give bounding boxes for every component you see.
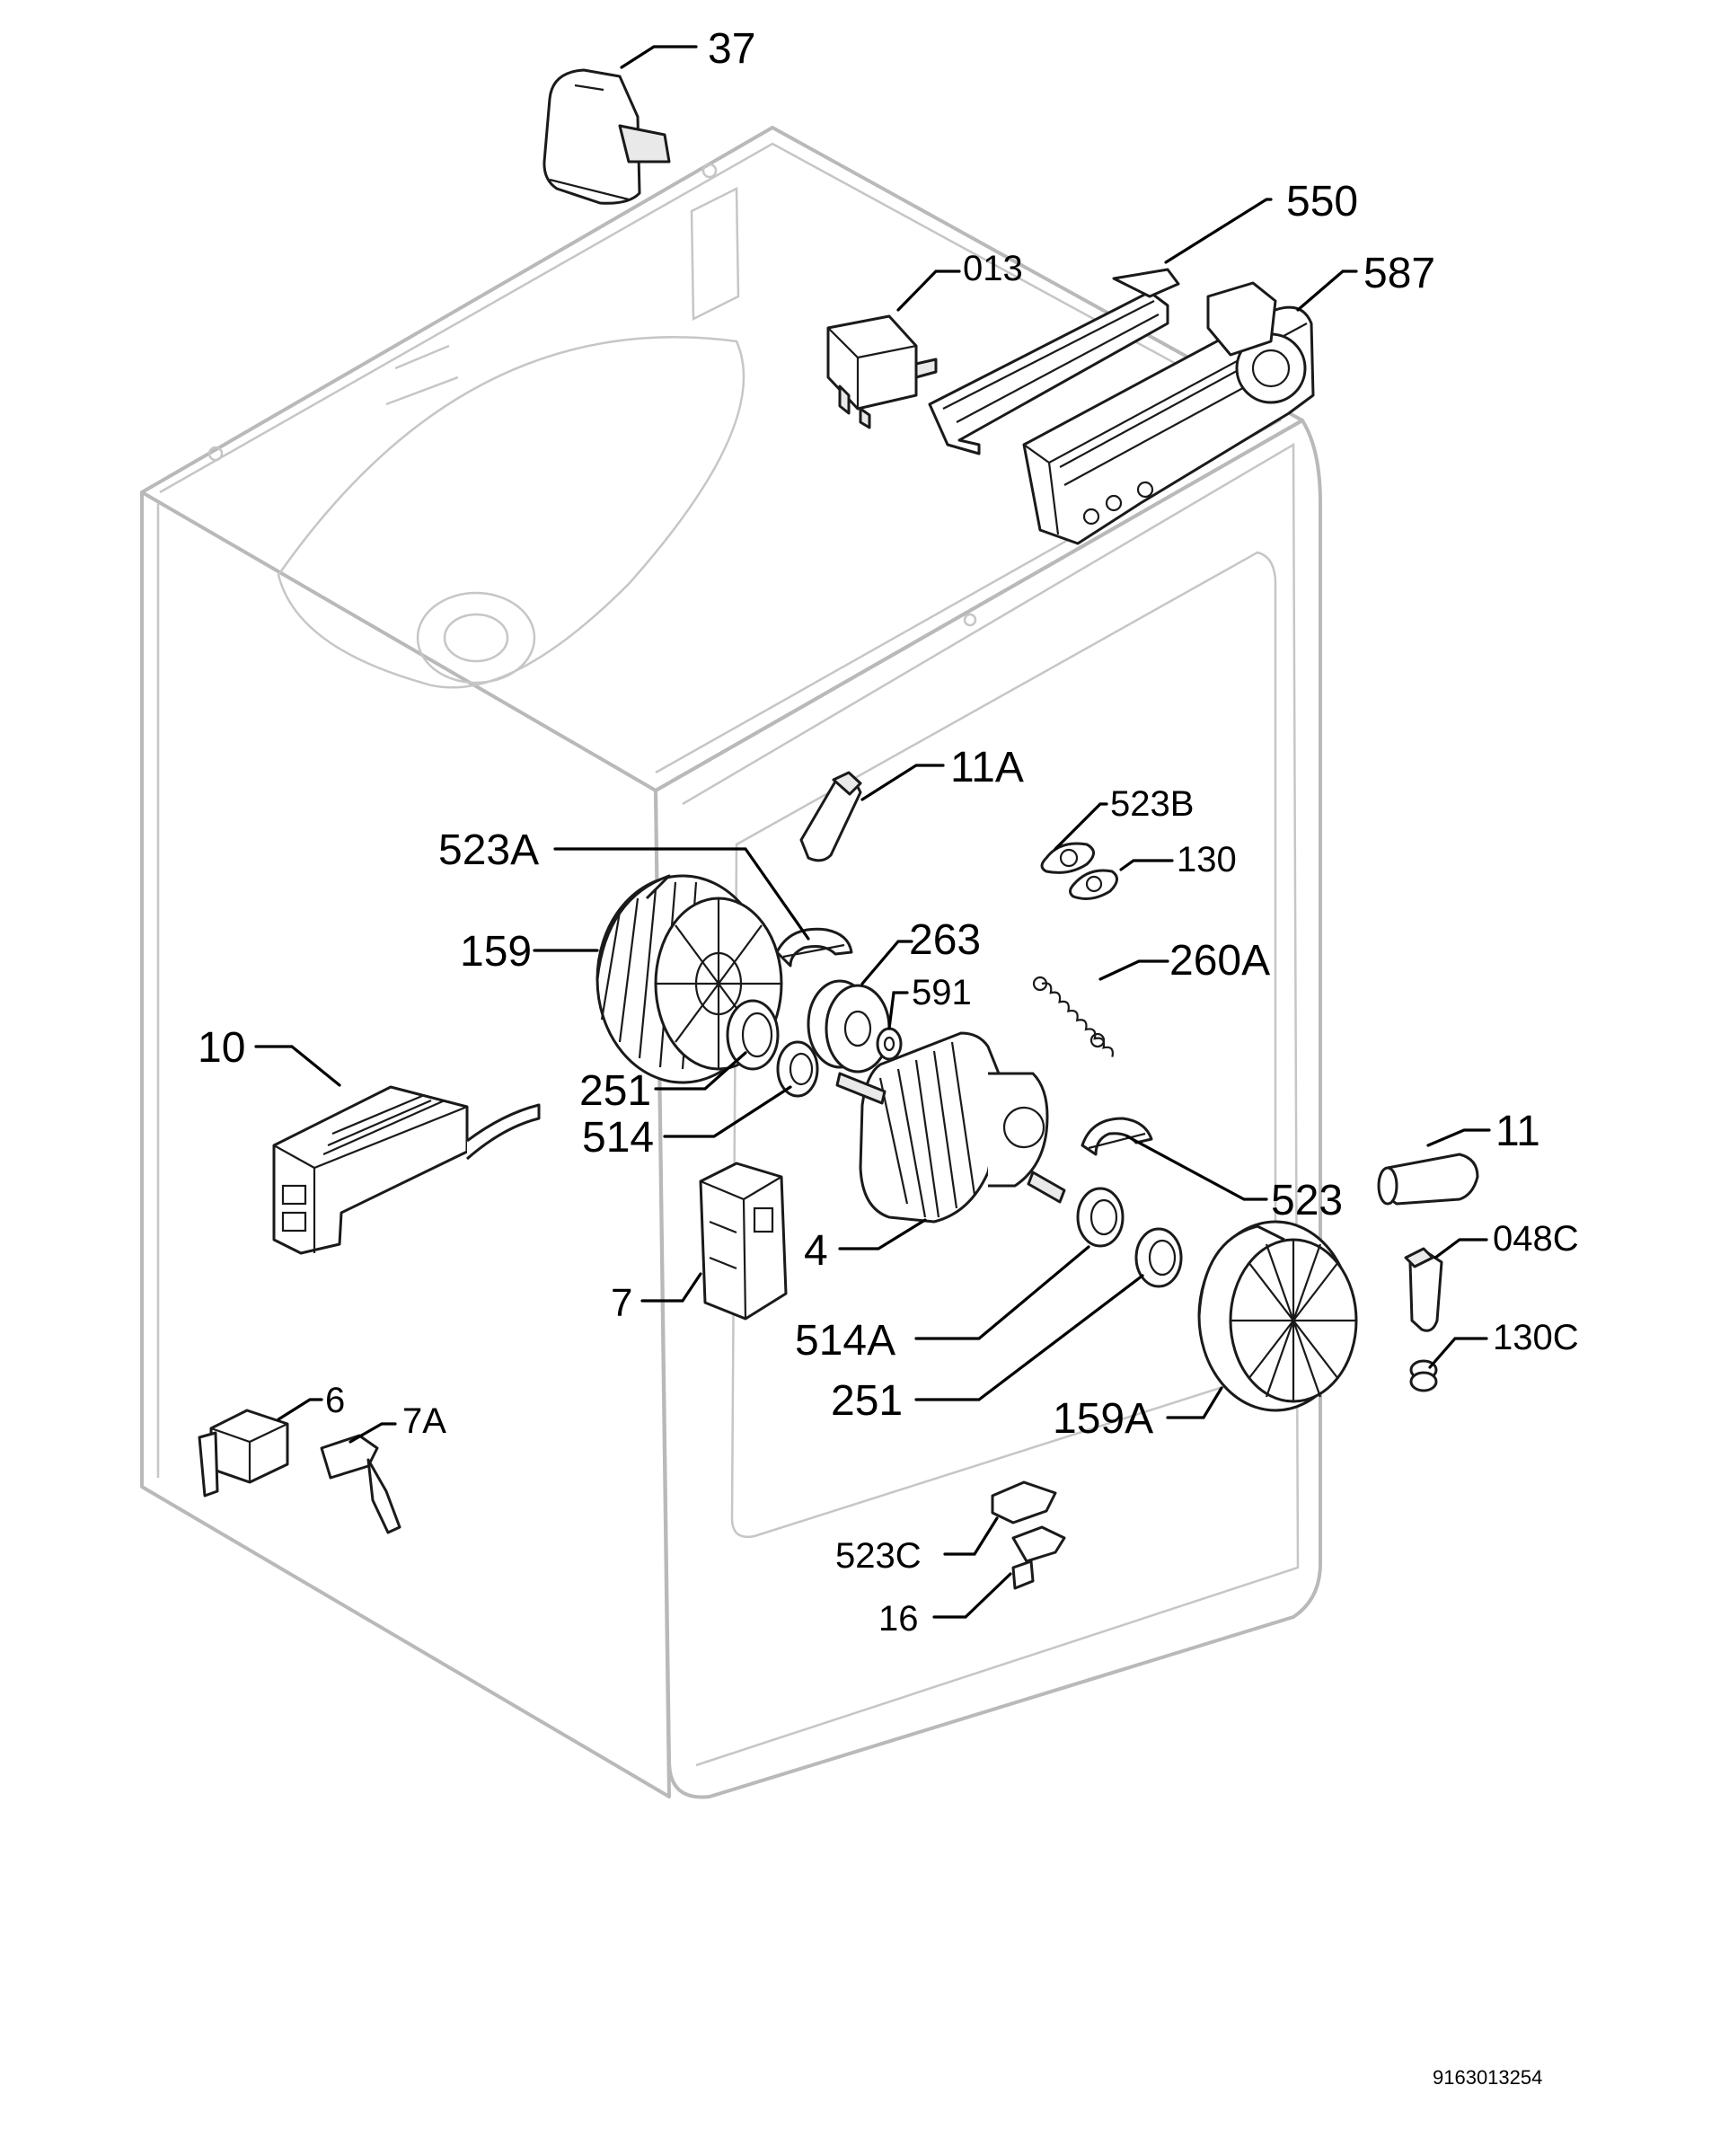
callout-159A: 159A (1053, 1395, 1153, 1443)
callout-251-lower: 251 (831, 1377, 903, 1425)
part-591-washer (876, 1027, 903, 1061)
dryer-cabinet (140, 126, 1322, 1799)
callout-251-upper: 251 (579, 1067, 651, 1115)
part-37-door-lock (543, 68, 671, 205)
callout-6: 6 (325, 1381, 345, 1420)
part-130-clip (1069, 869, 1118, 900)
callout-263: 263 (909, 916, 981, 964)
callout-7: 7 (611, 1281, 632, 1325)
part-550-cover (928, 268, 1180, 455)
part-10-heater (272, 1085, 541, 1255)
callout-16: 16 (878, 1599, 919, 1639)
callout-11: 11 (1495, 1108, 1540, 1155)
part-587-control-module (1022, 281, 1315, 545)
callout-10: 10 (198, 1024, 245, 1072)
callout-130C: 130C (1493, 1318, 1579, 1357)
callout-587: 587 (1363, 250, 1435, 297)
callout-130: 130 (1177, 840, 1237, 879)
callout-514A: 514A (795, 1317, 895, 1365)
part-523A-bearing-shell (775, 927, 853, 968)
part-11-capacitor (1377, 1153, 1479, 1206)
callout-514: 514 (582, 1114, 654, 1162)
callout-159: 159 (460, 928, 532, 976)
callout-523A: 523A (438, 826, 539, 874)
part-16-switch (1011, 1525, 1066, 1590)
part-7A-micro-switch (320, 1434, 401, 1534)
part-6-component (198, 1409, 289, 1498)
part-4-motor (835, 1031, 1066, 1224)
callout-048C: 048C (1493, 1219, 1579, 1259)
callout-4: 4 (804, 1227, 828, 1275)
callout-523B: 523B (1110, 784, 1194, 824)
callout-591: 591 (912, 973, 972, 1012)
part-514A-ring (1076, 1187, 1125, 1248)
part-523C-switch (991, 1480, 1057, 1524)
part-048C-sensor (1404, 1247, 1443, 1332)
part-523-bearing-shell (1081, 1117, 1153, 1156)
callout-550: 550 (1286, 178, 1358, 225)
callout-523C: 523C (835, 1536, 922, 1576)
part-11A-capacitor (799, 771, 862, 862)
part-263-pulley (807, 979, 891, 1074)
part-013-relay (826, 314, 938, 429)
part-514-ring-upper (776, 1040, 819, 1098)
part-523B-clip (1040, 842, 1095, 874)
callout-523: 523 (1271, 1177, 1343, 1224)
callout-7A: 7A (402, 1401, 446, 1441)
part-159A-fan-impeller (1197, 1220, 1358, 1412)
part-251-ring-upper (726, 999, 780, 1071)
part-251-ring-lower (1134, 1227, 1183, 1288)
callout-labels: 37 550 013 587 11A 523B 130 523A 263 159… (198, 25, 1579, 1639)
callout-013: 013 (963, 249, 1023, 288)
callout-37: 37 (708, 25, 755, 73)
part-260A-spring (1032, 976, 1114, 1057)
leader-lines (254, 45, 1491, 1619)
callout-260A: 260A (1169, 937, 1270, 985)
callout-11A: 11A (950, 744, 1024, 791)
document-number: 9163013254 (1433, 2066, 1542, 2089)
part-7-door-switch (699, 1162, 788, 1321)
